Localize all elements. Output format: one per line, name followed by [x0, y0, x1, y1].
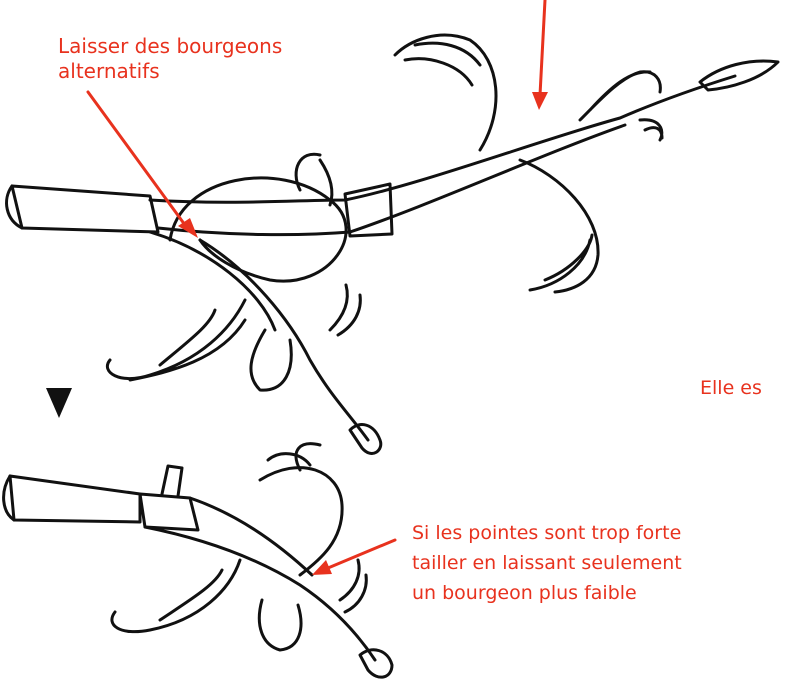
annotation-bottom-right-line1: Si les pointes sont trop forte	[412, 518, 682, 548]
annotation-top-left-line2: alternatifs	[58, 59, 282, 84]
upper-bud-left	[107, 300, 245, 380]
upper-lower-bud	[350, 425, 381, 454]
sequence-arrow-icon	[46, 388, 72, 418]
annotation-bottom-right-line3: un bourgeon plus faible	[412, 578, 682, 608]
lower-cut-stem	[10, 476, 140, 522]
lower-stem-sleeve	[140, 494, 198, 530]
lower-bud-loop	[259, 600, 301, 650]
upper-cut-stem	[12, 186, 158, 232]
upper-bud-top	[395, 35, 496, 150]
upper-main-stem	[150, 76, 735, 202]
lower-bud-left	[112, 560, 240, 632]
arrow-bottom-line	[328, 540, 395, 568]
lower-bud-top	[268, 444, 320, 470]
upper-terminal-bud	[700, 61, 778, 90]
lower-loop	[260, 468, 342, 575]
upper-bud-top-right	[580, 72, 660, 120]
lower-terminal-bud	[360, 650, 392, 677]
upper-bud-right-tip	[640, 120, 662, 140]
lower-bud-right	[340, 560, 366, 612]
annotation-top-left-line1: Laisser des bourgeons	[58, 34, 282, 59]
upper-loop	[170, 178, 346, 281]
arrow-top-right-line	[540, 0, 545, 95]
upper-bud-right-arc	[520, 160, 598, 292]
annotation-middle-right: Elle es	[700, 376, 762, 401]
annotation-bottom-right-line2: tailler en laissant seulement	[412, 548, 682, 578]
arrow-top-left-line	[88, 92, 185, 225]
arrow-top-right-head	[532, 92, 548, 110]
upper-bud-loop-lower	[251, 330, 291, 390]
annotation-middle-right-text: Elle es	[700, 376, 762, 401]
annotation-bottom-right: Si les pointes sont trop forte tailler e…	[412, 518, 682, 608]
annotation-top-left: Laisser des bourgeons alternatifs	[58, 34, 282, 84]
lower-main-stem	[145, 527, 375, 660]
lower-stem-stub	[162, 466, 182, 496]
upper-bud-right-small	[330, 285, 360, 335]
